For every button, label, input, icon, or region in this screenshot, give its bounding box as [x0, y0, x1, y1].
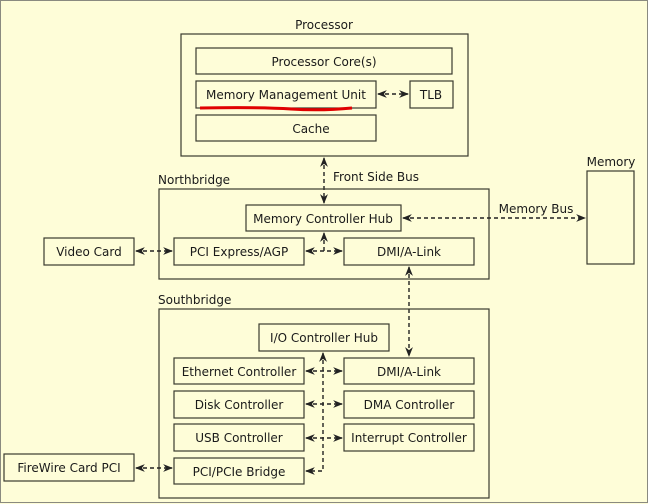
disk-label: Disk Controller	[195, 398, 284, 412]
dma-box	[343, 390, 475, 419]
ich-box	[258, 323, 390, 352]
video-card-label: Video Card	[56, 245, 122, 259]
memory-label: Memory	[587, 155, 636, 169]
cache-label: Cache	[292, 122, 329, 136]
ethernet-label: Ethernet Controller	[182, 365, 297, 379]
pci-bridge-box	[173, 457, 305, 485]
southbridge-box	[158, 308, 490, 499]
mch-label: Memory Controller Hub	[253, 212, 393, 226]
dma-label: DMA Controller	[364, 398, 455, 412]
cache-box	[195, 114, 377, 142]
northbridge-label: Northbridge	[158, 173, 230, 187]
southbridge-label: Southbridge	[158, 293, 231, 307]
processor-box	[180, 33, 469, 157]
mmu-label: Memory Management Unit	[206, 88, 366, 102]
ich-bus-arrow	[305, 352, 327, 475]
usb-label: USB Controller	[195, 431, 283, 445]
nb-dmi-label: DMI/A-Link	[377, 245, 441, 259]
processor-core-box	[195, 47, 453, 75]
tlb-box	[409, 80, 454, 109]
sb-dmi-label: DMI/A-Link	[377, 365, 441, 379]
red-underline-annotation	[199, 106, 353, 112]
interrupt-label: Interrupt Controller	[351, 431, 467, 445]
nb-dmi-box	[343, 237, 475, 266]
pci-express-box	[173, 237, 305, 266]
pci-bridge-label: PCI/PCIe Bridge	[193, 465, 286, 479]
pci-express-label: PCI Express/AGP	[190, 245, 288, 259]
ich-label: I/O Controller Hub	[270, 331, 378, 345]
northbridge-box	[158, 188, 490, 280]
processor-core-label: Processor Core(s)	[272, 55, 377, 69]
sb-dmi-box	[343, 357, 475, 385]
memory-box	[586, 170, 635, 265]
front-side-bus-label: Front Side Bus	[333, 170, 419, 184]
disk-box	[173, 390, 305, 419]
memory-bus-label: Memory Bus	[499, 202, 574, 216]
processor-label: Processor	[295, 18, 353, 32]
firewire-box	[3, 453, 135, 482]
tlb-label: TLB	[419, 88, 442, 102]
mch-box	[245, 204, 402, 232]
interrupt-box	[343, 423, 475, 452]
usb-box	[173, 423, 305, 452]
video-card-box	[43, 237, 135, 266]
ethernet-box	[173, 357, 305, 385]
firewire-label: FireWire Card PCI	[17, 461, 120, 475]
